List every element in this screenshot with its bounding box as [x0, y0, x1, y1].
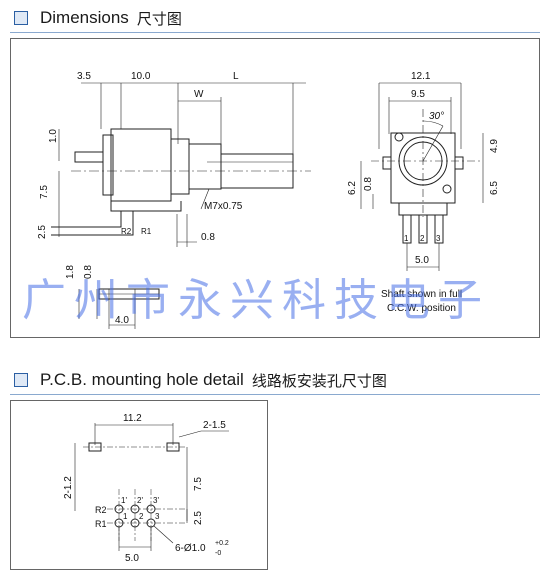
- bottom-view: [78, 288, 160, 329]
- pcb-dim-11-2: 11.2: [123, 413, 142, 424]
- section-square-icon: [14, 11, 28, 25]
- dimensions-drawing: 3.5 10.0 L W 1.0 7.5 2.5 R2 R1 M7x0.75 0…: [37, 71, 500, 329]
- pcb-header: P.C.B. mounting hole detail 线路板安装孔尺寸图: [14, 367, 387, 393]
- pcb-hole-1: 1: [123, 512, 128, 521]
- section-square-icon: [14, 373, 28, 387]
- front-view: [360, 82, 484, 271]
- pcb-title: P.C.B. mounting hole detail: [40, 370, 244, 389]
- pcb-title-cn: 线路板安装孔尺寸图: [251, 371, 387, 390]
- front-dim-6-5: 6.5: [489, 181, 500, 195]
- pcb-label-R2: R2: [95, 505, 107, 515]
- pcb-hole-1p: 1': [121, 496, 127, 505]
- front-dim-6-2: 6.2: [347, 181, 358, 195]
- dimensions-panel: 3.5 10.0 L W 1.0 7.5 2.5 R2 R1 M7x0.75 0…: [10, 38, 540, 338]
- pcb-dim-7-5: 7.5: [193, 477, 204, 491]
- front-dim-12-1: 12.1: [411, 71, 431, 82]
- front-pin-3: 3: [436, 234, 441, 243]
- side-thread: M7x0.75: [204, 201, 243, 212]
- side-dim-0-8: 0.8: [201, 232, 215, 243]
- pcb-hole-spec: 6-Ø1.0: [175, 543, 206, 554]
- pcb-panel: 11.2 2-1.5 2-1.2 7.5 2.5 R2 R1 1' 2' 3' …: [10, 400, 268, 570]
- side-label-R2: R2: [121, 227, 132, 236]
- bottom-dim-1-8: 1.8: [65, 265, 76, 279]
- pcb-holes: [74, 423, 229, 551]
- side-dim-2-5: 2.5: [37, 225, 48, 239]
- dimensions-title-cn: 尺寸图: [136, 9, 182, 28]
- pcb-dim-5-0: 5.0: [125, 553, 139, 564]
- front-dim-0-8: 0.8: [363, 177, 374, 191]
- front-angle: 30°: [429, 111, 444, 122]
- pcb-tol-minus: -0: [215, 550, 221, 557]
- front-pin-2: 2: [420, 234, 425, 243]
- dimensions-header: Dimensions 尺寸图: [14, 5, 182, 31]
- side-view: [51, 82, 311, 247]
- front-dim-9-5: 9.5: [411, 89, 425, 100]
- pcb-hole-3p: 3': [153, 496, 159, 505]
- pcb-hole-2p: 2': [137, 496, 143, 505]
- front-dim-4-9: 4.9: [489, 139, 500, 153]
- side-dim-L: L: [233, 71, 239, 82]
- pcb-label-R1: R1: [95, 519, 107, 529]
- front-note-line2: C.C.W. position: [387, 303, 456, 314]
- front-dim-5-0: 5.0: [415, 255, 429, 266]
- dimensions-title: Dimensions: [40, 8, 129, 27]
- pcb-drawing: 11.2 2-1.5 2-1.2 7.5 2.5 R2 R1 1' 2' 3' …: [63, 413, 229, 564]
- pcb-hole-2: 2: [139, 512, 144, 521]
- pcb-tol-plus: +0.2: [215, 540, 229, 547]
- bottom-dim-0-8: 0.8: [83, 265, 94, 279]
- section-divider: [10, 394, 540, 395]
- pcb-hole-3: 3: [155, 512, 160, 521]
- section-divider: [10, 32, 540, 33]
- front-pin-1: 1: [404, 234, 409, 243]
- side-label-R1: R1: [141, 227, 152, 236]
- side-dim-1-0: 1.0: [48, 129, 59, 143]
- side-dim-10-0: 10.0: [131, 71, 151, 82]
- side-dim-W: W: [194, 89, 204, 100]
- side-dim-3-5: 3.5: [77, 71, 91, 82]
- pcb-dim-2-5: 2.5: [193, 511, 204, 525]
- front-note-line1: Shaft shown in full: [381, 289, 462, 300]
- watermark: 广州市永兴科技电子: [22, 275, 490, 326]
- bottom-dim-4-0: 4.0: [115, 315, 129, 326]
- side-dim-7-5: 7.5: [39, 185, 50, 199]
- pcb-dim-2-1-5: 2-1.5: [203, 420, 226, 431]
- pcb-dim-2-1-2: 2-1.2: [63, 476, 74, 499]
